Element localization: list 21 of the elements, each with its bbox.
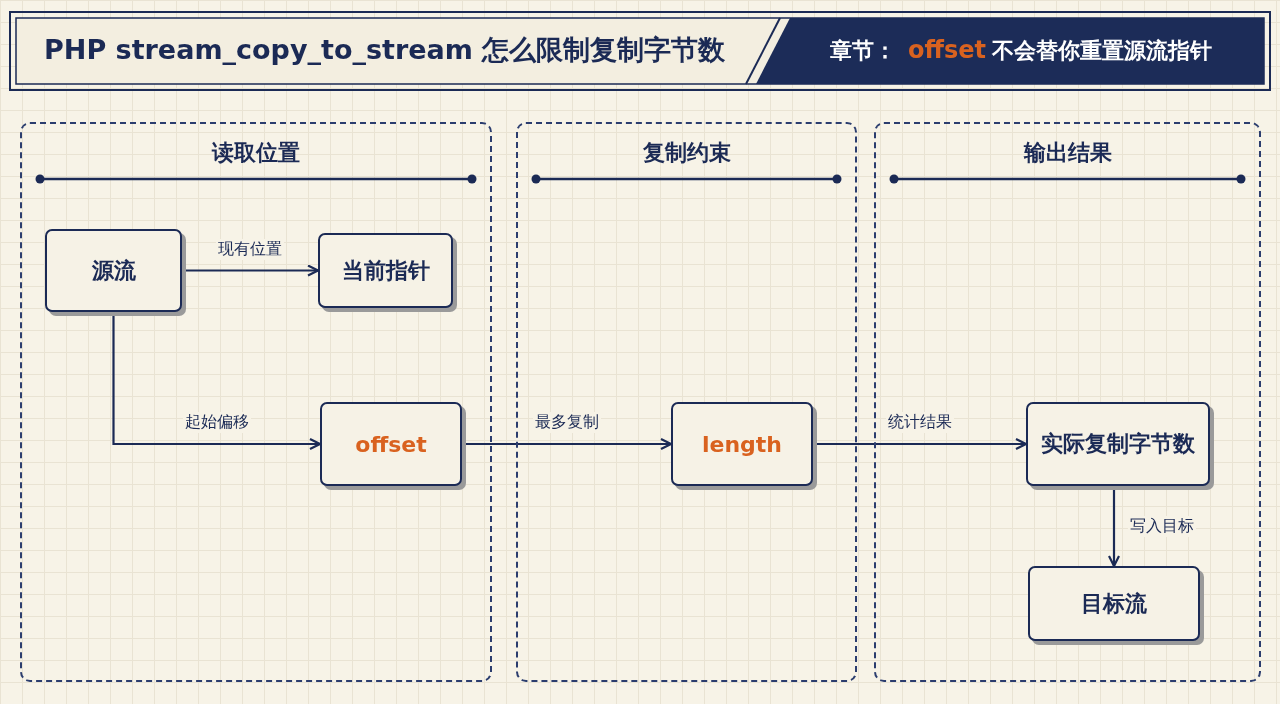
node-label: 当前指针 — [341, 256, 430, 285]
chapter-label: 章节： — [830, 37, 896, 65]
panel-heading: 读取位置 — [212, 139, 300, 167]
chapter-label: offset — [908, 36, 986, 64]
edge-label: 统计结果 — [885, 412, 954, 433]
chapter-label: 不会替你重置源流指针 — [992, 37, 1212, 65]
section-panel — [516, 122, 857, 682]
node-label: 实际复制字节数 — [1041, 430, 1195, 458]
node-label: 源流 — [91, 256, 136, 285]
section-panel — [874, 122, 1261, 682]
section-panel — [20, 122, 492, 682]
node-label: 目标流 — [1081, 589, 1147, 618]
title: PHP stream_copy_to_stream 怎么限制复制字节数 — [44, 33, 726, 67]
panel-heading: 复制约束 — [642, 139, 731, 167]
edge-label: 现有位置 — [216, 238, 284, 260]
edge-label: 起始偏移 — [182, 412, 251, 433]
edge-label: 写入目标 — [1128, 516, 1196, 537]
node-label: length — [701, 431, 783, 457]
edge-label: 最多复制 — [532, 412, 601, 433]
node-label: offset — [355, 431, 427, 457]
panel-heading: 输出结果 — [1023, 139, 1112, 167]
